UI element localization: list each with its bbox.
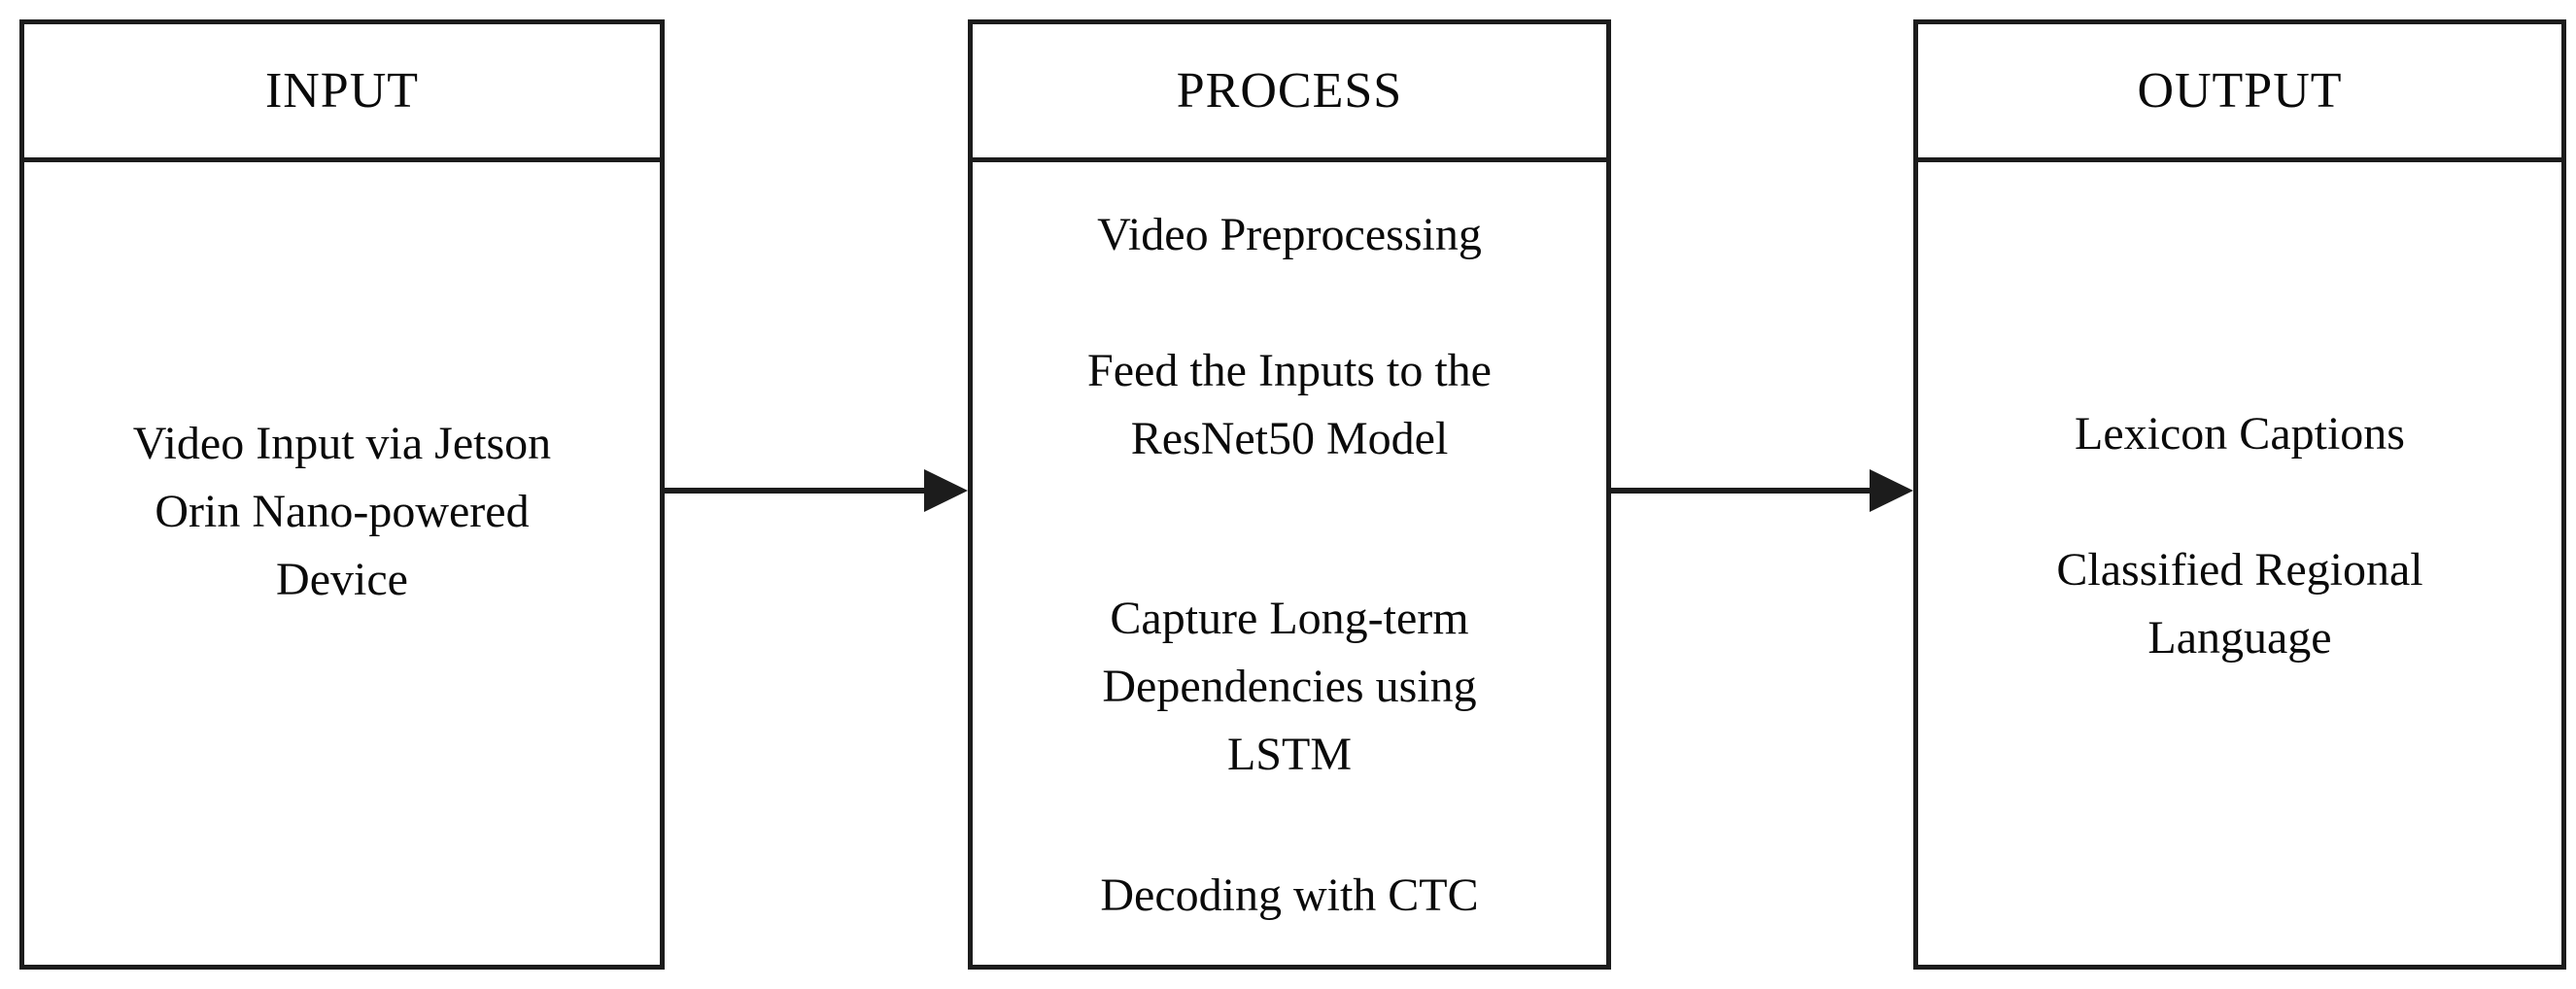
process-paragraph: Feed the Inputs to the ResNet50 Model (1087, 345, 1492, 464)
output-box-title: OUTPUT (1918, 24, 2561, 162)
input-box-body: Video Input via Jetson Orin Nano-powered… (24, 162, 660, 614)
process-paragraph: Video Preprocessing (1097, 209, 1482, 260)
input-box-title: INPUT (24, 24, 660, 162)
process-paragraph: Decoding with CTC (1100, 870, 1479, 921)
output-paragraph: Classified Regional Language (2056, 544, 2423, 664)
process-box: PROCESS Video Preprocessing Feed the Inp… (968, 19, 1611, 970)
arrow-right-icon (1611, 469, 1913, 512)
process-paragraph: Capture Long-term Dependencies using LST… (1102, 593, 1477, 780)
process-box-body: Video Preprocessing Feed the Inputs to t… (973, 162, 1606, 930)
process-box-title: PROCESS (973, 24, 1606, 162)
arrow-right-icon (665, 469, 968, 512)
input-paragraph: Video Input via Jetson Orin Nano-powered… (132, 418, 552, 605)
input-box: INPUT Video Input via Jetson Orin Nano-p… (19, 19, 665, 970)
output-box-body: Lexicon Captions Classified Regional Lan… (1918, 162, 2561, 672)
output-box: OUTPUT Lexicon Captions Classified Regio… (1913, 19, 2566, 970)
output-paragraph: Lexicon Captions (2075, 408, 2405, 460)
